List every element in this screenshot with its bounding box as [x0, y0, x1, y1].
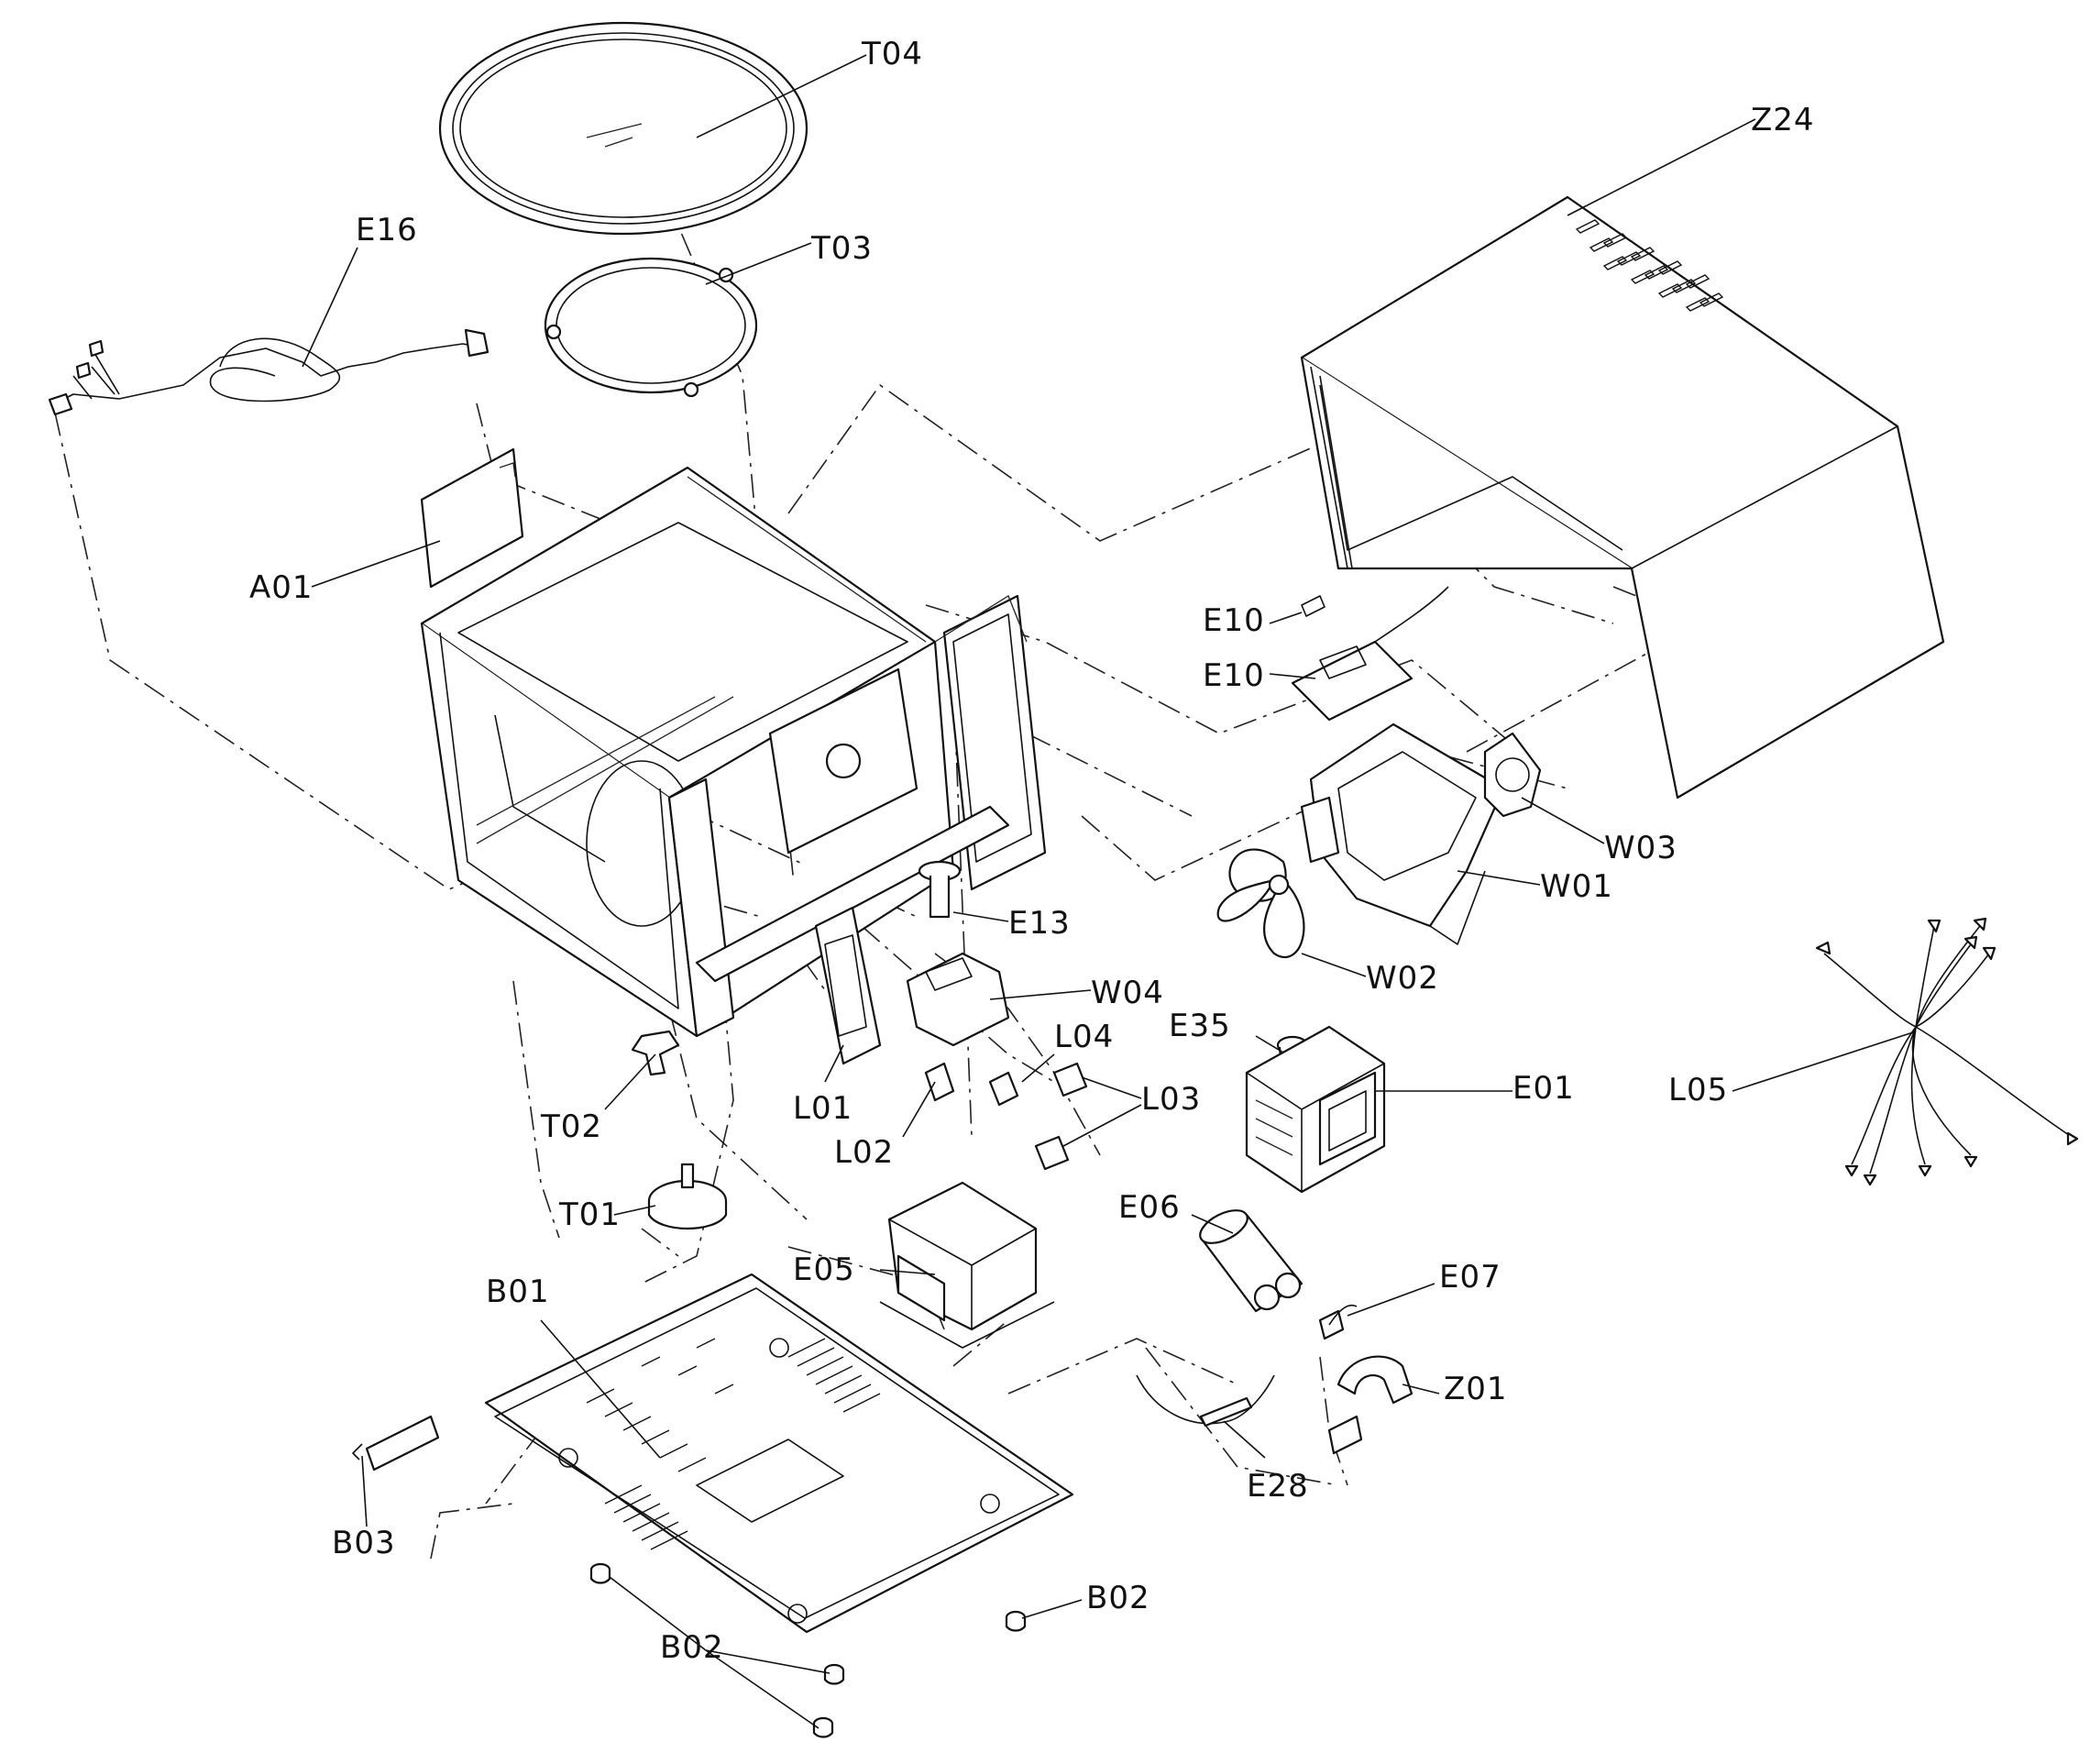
feet [589, 1562, 1027, 1738]
label-w03: W03 [1604, 830, 1678, 866]
label-b02-left: B02 [660, 1629, 724, 1666]
label-w01: W01 [1540, 868, 1613, 905]
label-z24: Z24 [1751, 102, 1815, 138]
label-t04: T04 [861, 36, 923, 72]
label-w02: W02 [1366, 960, 1439, 997]
callout-labels: T04 Z24 E16 T03 A01 E10 E10 W03 W01 E13 … [249, 36, 1815, 1666]
capacitor-bracket [1327, 1355, 1414, 1455]
hv-fuse [1318, 1305, 1358, 1340]
fan-blade [1216, 848, 1305, 959]
fan-motor [1483, 732, 1542, 818]
label-b01: B01 [486, 1273, 550, 1310]
base-plate [484, 1273, 1074, 1634]
label-a01: A01 [249, 569, 314, 606]
lamp [918, 860, 962, 919]
base-vent-slots [586, 1338, 881, 1550]
label-z01: Z01 [1444, 1371, 1508, 1407]
label-e06: E06 [1118, 1189, 1181, 1226]
capacitor [1199, 1209, 1304, 1313]
label-w04: W04 [1091, 975, 1164, 1011]
base-bracket [352, 1415, 440, 1472]
label-e13: E13 [1008, 905, 1071, 942]
label-t02: T02 [540, 1108, 602, 1145]
label-e07: E07 [1439, 1259, 1502, 1295]
label-e10-upper: E10 [1203, 602, 1265, 639]
waveguide-cover [420, 447, 524, 589]
diode [1136, 1374, 1275, 1428]
label-t01: T01 [558, 1196, 621, 1233]
air-duct [906, 952, 1010, 1047]
magnetron [1245, 1025, 1386, 1194]
control-pcb [1291, 586, 1449, 722]
harness [1815, 917, 2079, 1186]
outer-case [1300, 195, 1945, 799]
label-l03: L03 [1141, 1081, 1201, 1118]
turntable-coupler [631, 1030, 680, 1076]
label-b02-right: B02 [1086, 1580, 1150, 1616]
label-l02: L02 [834, 1134, 894, 1171]
interlock-switches [814, 906, 1088, 1171]
turntable-motor [647, 1163, 728, 1229]
label-e35: E35 [1169, 1008, 1231, 1044]
label-e10-lower: E10 [1203, 657, 1265, 694]
roller-ring [544, 257, 758, 398]
case-vent-slots [1575, 219, 1724, 312]
power-cord [48, 328, 490, 416]
label-t03: T03 [810, 230, 873, 267]
label-l04: L04 [1054, 1019, 1114, 1055]
label-e28: E28 [1247, 1468, 1309, 1505]
transformer [879, 1181, 1055, 1349]
glass-turntable-tray [438, 21, 808, 236]
label-l01: L01 [793, 1090, 852, 1127]
fan-motor-bracket [1300, 722, 1505, 945]
leader-lines [302, 54, 1917, 1729]
label-e01: E01 [1512, 1070, 1575, 1107]
label-e05: E05 [793, 1251, 855, 1288]
label-e16: E16 [356, 212, 418, 248]
cavity [420, 466, 1047, 1038]
label-l05: L05 [1668, 1072, 1728, 1108]
label-b03: B03 [332, 1525, 396, 1561]
